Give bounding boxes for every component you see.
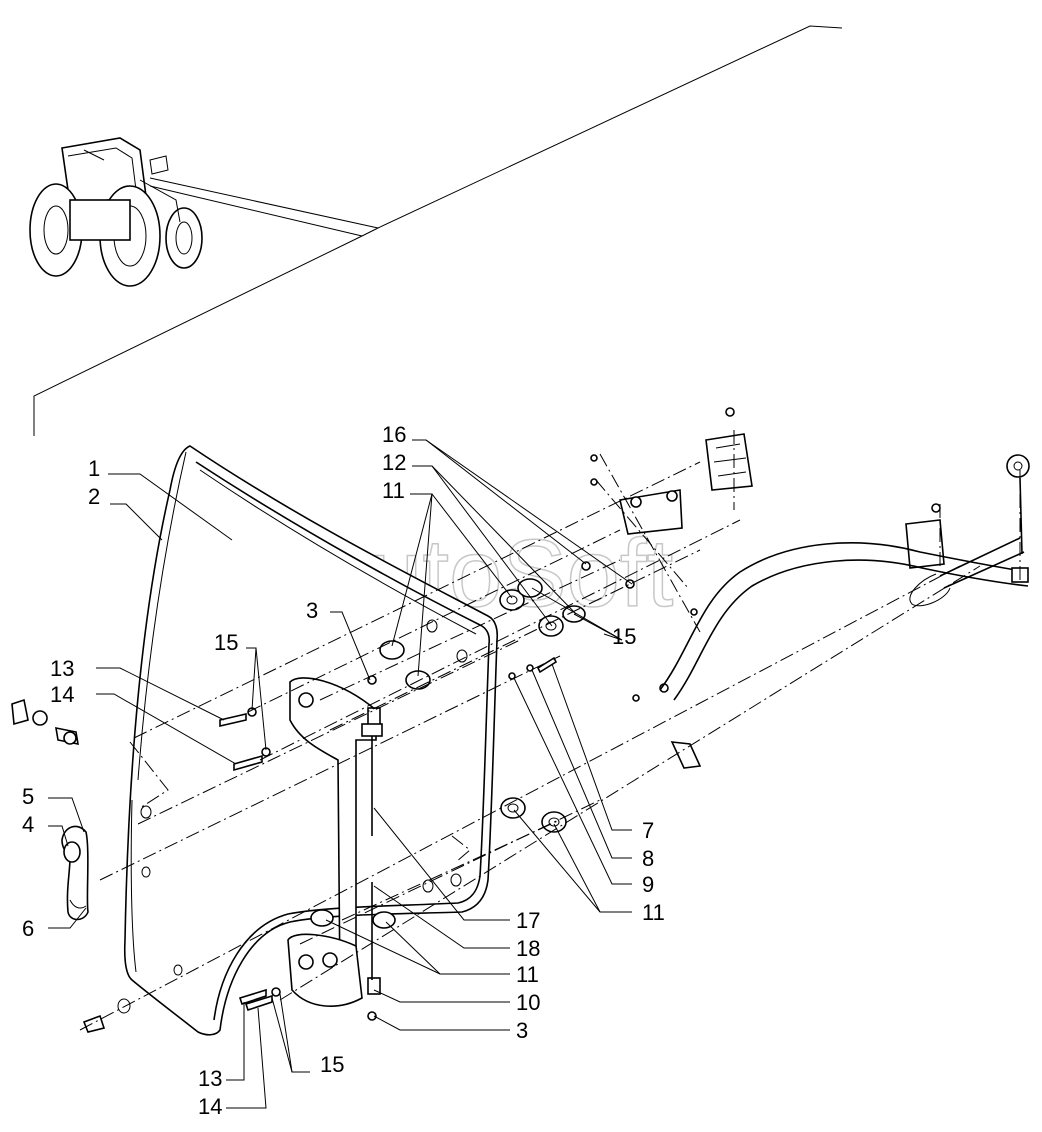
callout-14-bottom: 14 <box>198 1094 222 1119</box>
left-fittings <box>11 698 79 746</box>
callout-2: 2 <box>88 484 100 509</box>
callout-1: 1 <box>88 456 100 481</box>
gas-strut <box>659 537 1029 701</box>
callout-15-left: 15 <box>214 630 238 655</box>
hinge-assembly <box>287 677 383 1007</box>
latch-assembly <box>590 407 1030 769</box>
callout-7: 7 <box>642 818 654 843</box>
callout-13-bottom: 13 <box>198 1066 222 1091</box>
callout-14-top: 14 <box>50 682 74 707</box>
assembly-lines <box>79 430 1021 1031</box>
callout-8: 8 <box>642 846 654 871</box>
callout-3-bottom: 3 <box>516 1018 528 1043</box>
callout-9: 9 <box>642 872 654 897</box>
leader-lines <box>48 439 633 1109</box>
callout-16: 16 <box>382 422 406 447</box>
callout-12: 12 <box>382 450 406 475</box>
callout-17: 17 <box>516 908 540 933</box>
callout-6: 6 <box>22 916 34 941</box>
callout-13-top: 13 <box>50 656 74 681</box>
frame-lines <box>33 25 843 436</box>
callout-labels: 1 2 3 3 4 5 6 7 8 9 10 11 11 11 12 13 13… <box>22 422 665 1119</box>
callout-11-top: 11 <box>382 478 405 503</box>
washers <box>117 578 586 1014</box>
callout-15-right: 15 <box>612 624 636 649</box>
door-handle <box>61 825 89 921</box>
tractor-thumbnail <box>29 137 203 287</box>
callout-11-right: 11 <box>642 900 665 925</box>
callout-11-bottom: 11 <box>516 962 539 987</box>
callout-10: 10 <box>516 990 540 1015</box>
callout-5: 5 <box>22 784 34 809</box>
callout-3-top: 3 <box>306 598 318 623</box>
callout-15-bottom: 15 <box>320 1052 344 1077</box>
callout-4: 4 <box>22 812 34 837</box>
callout-18: 18 <box>516 936 540 961</box>
